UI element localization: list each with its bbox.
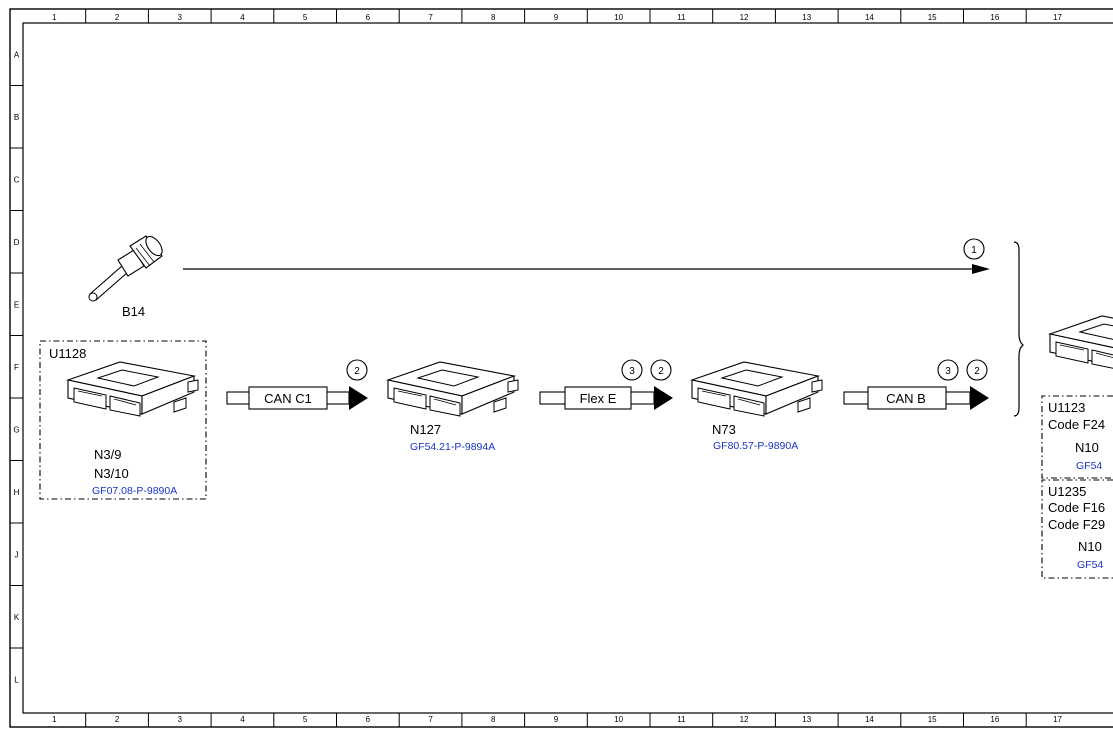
bus-flex-e: Flex E 3 2: [539, 359, 673, 410]
ruler-col-top-8: 8: [491, 13, 496, 22]
ruler-col-bottom-7: 7: [428, 715, 433, 724]
ruler-row-L: L: [14, 675, 19, 684]
ruler-col-top-5: 5: [303, 13, 308, 22]
sensor-line-marker: [963, 238, 985, 260]
temperature-sensor-icon: [88, 235, 163, 302]
group-u1235-code-1: Code F16: [1048, 500, 1105, 515]
grid-ruler: 1122334455667788991010111112121313141415…: [10, 9, 1063, 727]
ruler-col-bottom-3: 3: [178, 715, 183, 724]
ruler-col-bottom-1: 1: [52, 715, 57, 724]
ruler-col-top-9: 9: [554, 13, 559, 22]
group-u1123-code: Code F24: [1048, 417, 1105, 432]
bus-can-b: CAN B 3 2: [843, 359, 989, 410]
group-u1128-label-1: N3/9: [94, 447, 121, 462]
ruler-row-D: D: [14, 238, 20, 247]
ruler-col-top-7: 7: [428, 13, 433, 22]
ruler-row-K: K: [14, 613, 20, 622]
bus-can-c1: CAN C1 2: [226, 359, 368, 410]
ruler-col-bottom-12: 12: [740, 715, 749, 724]
ruler-row-C: C: [14, 175, 20, 184]
group-u1235-title: U1235: [1048, 484, 1086, 499]
ecu-n73-icon: [691, 361, 823, 417]
bus-can-b-label: CAN B: [886, 391, 926, 406]
ecu-n10-icon: [1049, 315, 1113, 371]
module-n73-label: N73: [712, 422, 736, 437]
ruler-row-J: J: [15, 550, 19, 559]
ruler-col-bottom-2: 2: [115, 715, 120, 724]
ruler-col-top-3: 3: [178, 13, 183, 22]
group-u1235-code-2: Code F29: [1048, 517, 1105, 532]
ruler-col-bottom-9: 9: [554, 715, 559, 724]
bus-flex-e-marker-1: 3: [629, 366, 635, 377]
ruler-col-top-13: 13: [802, 13, 811, 22]
ruler-col-bottom-10: 10: [614, 715, 623, 724]
group-u1123-box: [1041, 395, 1113, 479]
ruler-col-bottom-4: 4: [240, 715, 245, 724]
ruler-row-B: B: [14, 113, 19, 122]
group-u1128-link[interactable]: GF07.08-P-9890A: [92, 485, 177, 497]
ruler-col-top-11: 11: [677, 13, 686, 22]
group-brace: [1013, 241, 1024, 417]
group-u1123-link[interactable]: GF54: [1076, 460, 1102, 472]
ruler-col-bottom-14: 14: [865, 715, 874, 724]
group-u1123-label: N10: [1075, 440, 1099, 455]
ruler-col-bottom-8: 8: [491, 715, 496, 724]
ruler-col-top-12: 12: [740, 13, 749, 22]
group-u1235-link[interactable]: GF54: [1077, 559, 1103, 571]
ruler-col-top-10: 10: [614, 13, 623, 22]
group-u1128-label-2: N3/10: [94, 466, 129, 481]
ruler-col-bottom-5: 5: [303, 715, 308, 724]
group-u1128-title: U1128: [49, 346, 86, 361]
ruler-col-bottom-17: 17: [1053, 715, 1062, 724]
ruler-col-top-16: 16: [990, 13, 999, 22]
ruler-col-top-17: 17: [1053, 13, 1062, 22]
ruler-col-bottom-11: 11: [677, 715, 686, 724]
ruler-col-bottom-15: 15: [928, 715, 937, 724]
ruler-col-bottom-6: 6: [366, 715, 371, 724]
ruler-col-top-2: 2: [115, 13, 120, 22]
ecu-n3-icon: [67, 361, 199, 417]
ruler-row-A: A: [14, 50, 20, 59]
ruler-row-G: G: [13, 425, 19, 434]
sensor-line-marker-number: 1: [971, 245, 977, 256]
group-u1235-box: [1041, 479, 1113, 579]
bus-can-c1-label: CAN C1: [264, 391, 312, 406]
bus-can-c1-marker: 2: [354, 366, 360, 377]
ruler-col-top-6: 6: [366, 13, 371, 22]
group-u1128-box: [39, 340, 207, 500]
ruler-row-F: F: [14, 363, 19, 372]
sensor-label: B14: [122, 304, 145, 319]
ruler-row-H: H: [14, 488, 20, 497]
ruler-col-bottom-13: 13: [802, 715, 811, 724]
module-n73-link[interactable]: GF80.57-P-9890A: [713, 440, 798, 452]
bus-can-b-marker-1: 3: [945, 366, 951, 377]
ruler-col-top-1: 1: [52, 13, 57, 22]
bus-flex-e-label: Flex E: [580, 391, 617, 406]
ruler-col-top-4: 4: [240, 13, 245, 22]
inner-frame: [22, 22, 1113, 714]
ecu-n127-icon: [387, 361, 519, 417]
ruler-row-E: E: [14, 300, 19, 309]
bus-flex-e-marker-2: 2: [658, 366, 664, 377]
outer-frame: [9, 8, 1113, 728]
group-u1235-label: N10: [1078, 539, 1102, 554]
sensor-arrowhead: [972, 264, 990, 274]
module-n127-link[interactable]: GF54.21-P-9894A: [410, 441, 495, 453]
bus-can-b-marker-2: 2: [974, 366, 980, 377]
ruler-col-top-14: 14: [865, 13, 874, 22]
ruler-col-bottom-16: 16: [990, 715, 999, 724]
group-u1123-title: U1123: [1048, 400, 1085, 415]
module-n127-label: N127: [410, 422, 441, 437]
ruler-col-top-15: 15: [928, 13, 937, 22]
